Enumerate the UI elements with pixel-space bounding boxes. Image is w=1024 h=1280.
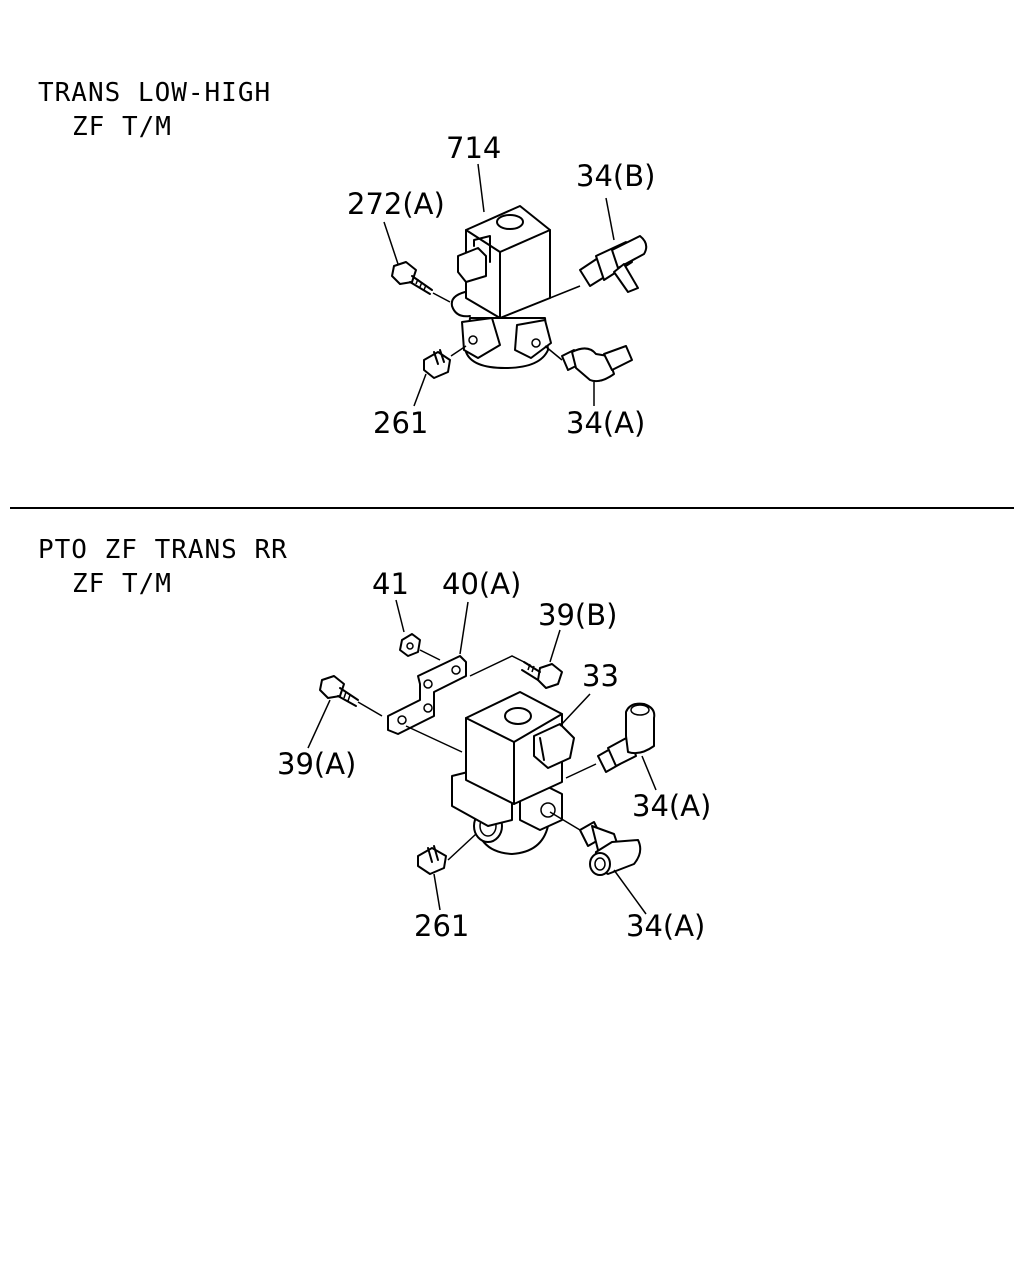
elbow-fitting-34a-top: [561, 345, 633, 383]
callout-272a: 272(A): [347, 187, 445, 221]
callout-261-bottom: 261: [414, 909, 469, 943]
callout-34b: 34(B): [576, 159, 655, 193]
elbow-fitting-34b: [579, 235, 648, 293]
callout-39b: 39(B): [538, 598, 617, 632]
bolt-39b: [521, 661, 563, 689]
section-bottom-title: PTO ZF TRANS RR: [38, 535, 288, 565]
bolt-272a: [391, 261, 433, 295]
section-top-title: TRANS LOW-HIGH: [38, 78, 271, 108]
callout-39a: 39(A): [277, 747, 356, 781]
solenoid-valve-714: [450, 205, 552, 369]
elbow-fitting-34a-upper: [597, 702, 656, 773]
section-top: TRANS LOW-HIGH ZF T/M: [38, 78, 655, 440]
callout-34a-lower: 34(A): [626, 909, 705, 943]
section-bottom: PTO ZF TRANS RR ZF T/M: [38, 535, 711, 943]
callout-261-top: 261: [373, 406, 428, 440]
bracket-40a: [387, 655, 467, 735]
leader-lines-bottom: [307, 599, 657, 915]
callout-40a: 40(A): [442, 567, 521, 601]
nut-41: [399, 633, 421, 657]
leader-lines-top: [383, 163, 615, 407]
section-bottom-subtitle: ZF T/M: [72, 569, 172, 599]
elbow-fitting-34a-lower: [579, 821, 642, 876]
solenoid-valve-33: [451, 691, 575, 855]
callout-34a-upper: 34(A): [632, 789, 711, 823]
callout-33: 33: [582, 659, 619, 693]
plug-261-bottom: [417, 845, 447, 875]
callout-41: 41: [372, 567, 409, 601]
plug-261-top: [423, 349, 451, 379]
section-top-subtitle: ZF T/M: [72, 112, 172, 142]
callout-714: 714: [446, 131, 501, 165]
bolt-39a: [319, 675, 359, 707]
callout-34a-top: 34(A): [566, 406, 645, 440]
